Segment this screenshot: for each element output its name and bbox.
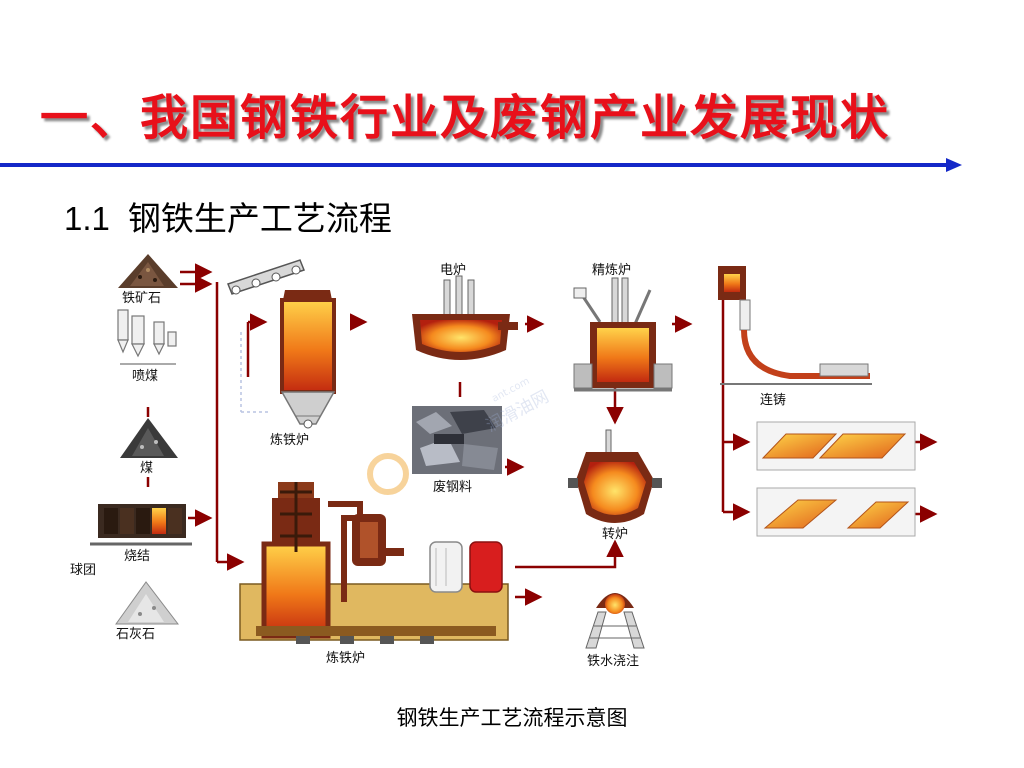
label-pulverized-coal: 喷煤 (132, 369, 158, 384)
coal-injection-equipment (117, 309, 177, 365)
label-limestone: 石灰石 (116, 627, 155, 642)
steel-billets (756, 487, 916, 537)
label-iron-ore: 铁矿石 (122, 291, 161, 306)
label-converter: 转炉 (602, 527, 628, 542)
label-scrap-steel: 废钢料 (433, 479, 472, 495)
steel-slabs (756, 421, 916, 471)
sintering-machine (90, 504, 192, 546)
flow-lines (146, 263, 938, 606)
page-title: 一、我国钢铁行业及废钢产业发展现状 (40, 90, 891, 146)
blast-furnace-small (280, 290, 336, 429)
label-electric-furnace: 电炉 (440, 263, 466, 278)
continuous-caster (718, 266, 872, 385)
coal-pile (120, 418, 178, 458)
scrap-steel-pile (412, 406, 502, 474)
iron-pouring-machine (585, 593, 645, 649)
label-refining-furnace: 精炼炉 (592, 263, 631, 278)
electric-arc-furnace (412, 275, 518, 360)
label-blast-furnace-top: 炼铁炉 (270, 433, 309, 448)
label-sintering: 烧结 (124, 549, 150, 564)
steel-process-diagram: 铁矿石 喷煤 煤 烧结 球团 石灰石 (70, 254, 938, 669)
limestone-pile (115, 581, 180, 625)
label-blast-furnace-main: 炼铁炉 (326, 651, 365, 666)
blast-furnace-main (239, 482, 509, 644)
section-number: 1.1 (64, 200, 110, 237)
title-underline-arrow (0, 158, 962, 172)
iron-ore-pile (118, 254, 178, 288)
conveyor-belt (227, 259, 305, 295)
hint-lines (240, 332, 270, 413)
label-pellet: 球团 (70, 563, 96, 578)
section-title: 钢铁生产工艺流程 (127, 199, 392, 238)
label-coal: 煤 (140, 461, 153, 476)
label-continuous-casting: 连铸 (760, 392, 786, 408)
section-heading: 1.1 钢铁生产工艺流程 (64, 192, 392, 240)
figure-caption: 钢铁生产工艺流程示意图 (396, 706, 628, 730)
label-iron-pouring: 铁水浇注 (587, 654, 639, 669)
ladle-refining-furnace (573, 277, 673, 392)
converter-furnace (568, 429, 662, 523)
